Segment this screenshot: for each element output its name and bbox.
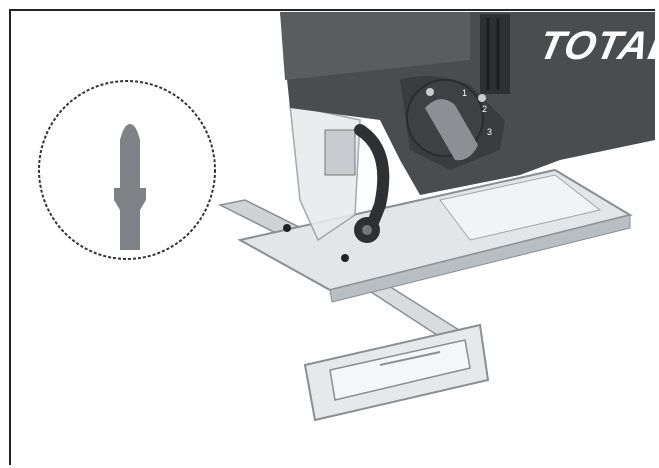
svg-text:2: 2 bbox=[482, 104, 487, 114]
brand-logo: TOTAL bbox=[535, 24, 659, 68]
blade-detail-callout-icon bbox=[38, 80, 216, 260]
svg-text:3: 3 bbox=[487, 127, 492, 137]
roller-guide-icon bbox=[354, 124, 390, 243]
blade-guard-icon bbox=[289, 104, 361, 242]
svg-text:1: 1 bbox=[462, 88, 467, 98]
frame-border bbox=[9, 9, 655, 465]
base-plate-icon bbox=[237, 168, 633, 303]
orbital-selector-knob-icon: 1 2 3 bbox=[406, 79, 492, 161]
